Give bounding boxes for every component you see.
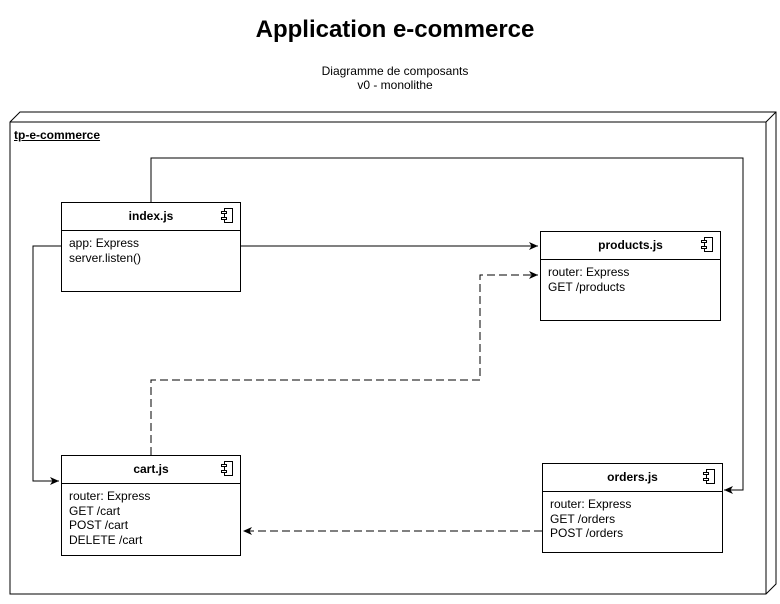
component-header: products.js (541, 232, 720, 260)
connector-cart-to-products (150, 271, 538, 455)
component-header: index.js (62, 203, 240, 231)
component-icon (221, 208, 233, 224)
diagram-subtitle: Diagramme de composants v0 - monolithe (0, 64, 780, 92)
component-line: GET /products (548, 279, 626, 294)
component-cart[interactable]: cart.js router: Express GET /cart POST /… (61, 455, 241, 556)
component-line: router: Express (69, 489, 151, 503)
component-icon (703, 469, 715, 485)
subtitle-line-1: Diagramme de composants (321, 64, 469, 78)
component-line: server.listen() (69, 250, 142, 265)
component-header: orders.js (543, 464, 722, 492)
component-products[interactable]: products.js router: Express GET /product… (540, 231, 721, 321)
component-body: router: Express GET /orders POST /orders (543, 492, 722, 546)
component-name: cart.js (133, 462, 169, 476)
component-line: GET /orders (550, 511, 616, 526)
component-icon (701, 237, 713, 253)
diagram-title: Application e-commerce (255, 16, 535, 43)
node-label: tp-e-commerce (14, 128, 101, 142)
component-header: cart.js (62, 456, 240, 484)
connector-index-to-orders (150, 157, 744, 494)
component-icon (221, 461, 233, 477)
component-line: POST /cart (69, 518, 129, 532)
component-line: GET /cart (69, 503, 121, 518)
component-line: POST /orders (550, 526, 624, 540)
component-body: router: Express GET /products (541, 260, 720, 299)
component-index[interactable]: index.js app: Express server.listen() (61, 202, 241, 292)
component-name: orders.js (607, 470, 658, 484)
connector-index-to-cart (32, 245, 61, 485)
component-body: router: Express GET /cart POST /cart DEL… (62, 484, 240, 552)
component-line: DELETE /cart (69, 532, 143, 547)
component-name: products.js (598, 238, 663, 252)
component-name: index.js (128, 209, 174, 223)
component-body: app: Express server.listen() (62, 231, 240, 270)
component-line: router: Express (550, 497, 632, 511)
component-line: router: Express (548, 265, 630, 279)
component-line: app: Express (69, 236, 140, 250)
component-orders[interactable]: orders.js router: Express GET /orders PO… (542, 463, 723, 553)
subtitle-line-2: v0 - monolithe (357, 78, 433, 92)
